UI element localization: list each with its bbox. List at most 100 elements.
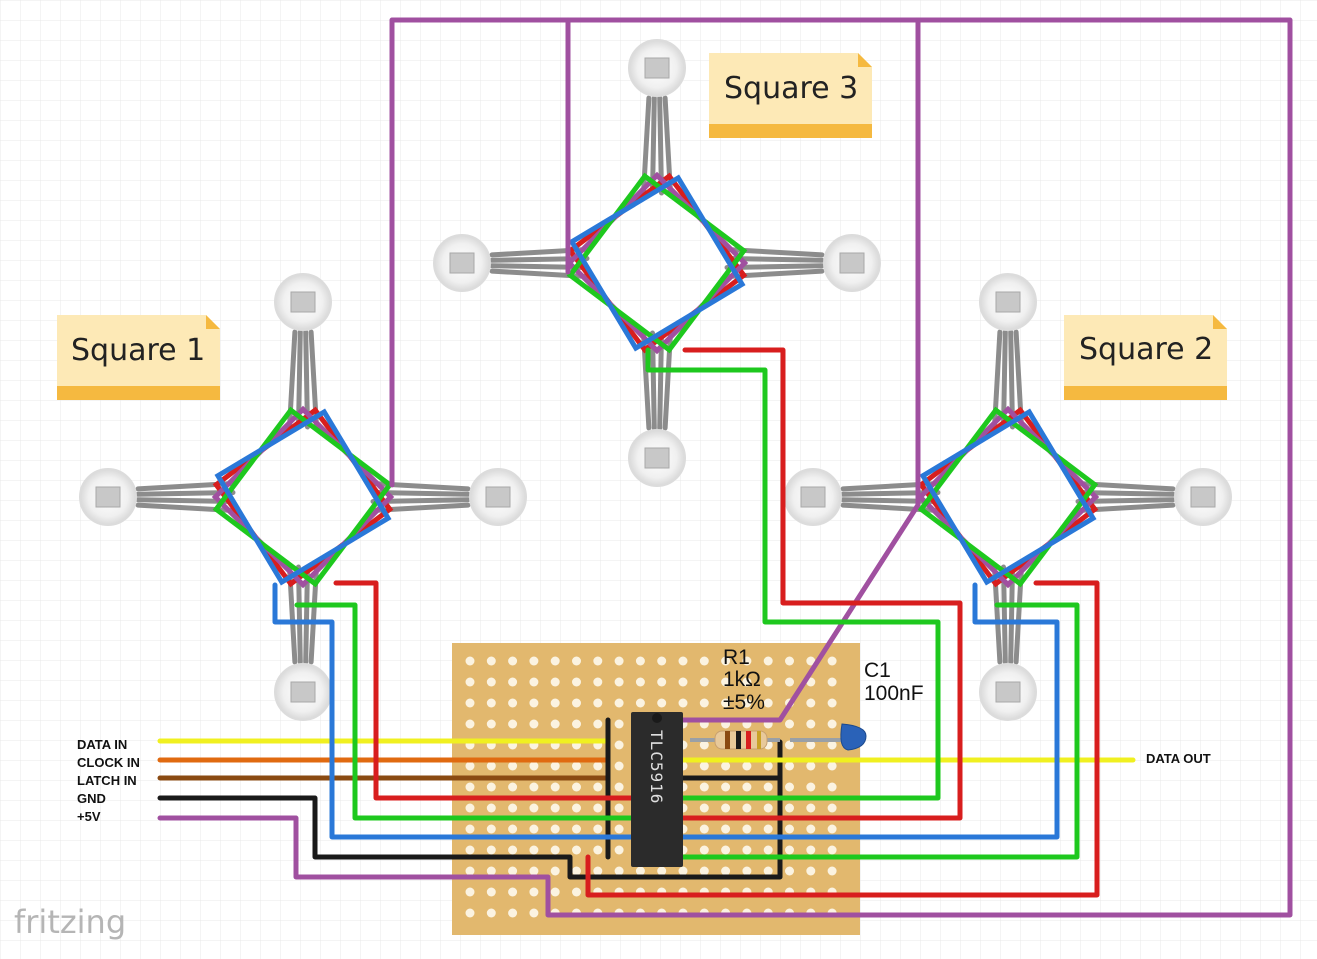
data-in-label: DATA IN xyxy=(77,737,127,752)
wires xyxy=(157,17,1293,918)
board-hole xyxy=(614,740,624,750)
board-hole xyxy=(763,824,773,834)
square-1-red-wire[interactable] xyxy=(333,580,634,801)
wire-square xyxy=(212,406,394,588)
board-hole xyxy=(508,719,518,729)
board-hole xyxy=(593,866,603,876)
board-hole xyxy=(763,698,773,708)
capacitor-c1[interactable] xyxy=(790,723,867,751)
board-hole xyxy=(593,782,603,792)
board-hole xyxy=(806,824,816,834)
board-hole xyxy=(572,698,581,708)
board-hole xyxy=(785,740,794,750)
square-3-red-wire[interactable] xyxy=(680,347,963,821)
board-hole xyxy=(529,719,539,729)
gnd-label: GND xyxy=(77,791,106,806)
note-square-2[interactable]: Square 2 xyxy=(1064,315,1227,400)
gnd-wire[interactable] xyxy=(157,739,783,880)
square-1-blue-wire[interactable] xyxy=(272,582,634,840)
board-hole xyxy=(508,677,518,687)
board-hole xyxy=(572,761,581,771)
vcc-wire[interactable] xyxy=(157,17,1293,918)
board-hole xyxy=(550,761,560,771)
led-die xyxy=(644,57,670,79)
board-hole xyxy=(806,866,816,876)
board-hole xyxy=(699,656,709,666)
board-hole xyxy=(742,824,752,834)
board-hole xyxy=(486,866,496,876)
note-square-3[interactable]: Square 3 xyxy=(709,53,872,138)
board-hole xyxy=(763,761,773,771)
board-hole xyxy=(529,824,539,834)
board-hole xyxy=(486,782,496,792)
board-hole xyxy=(550,677,560,687)
board-hole xyxy=(721,824,731,834)
board-hole xyxy=(529,908,539,918)
board-hole xyxy=(465,845,475,855)
board-hole xyxy=(763,866,773,876)
board-hole xyxy=(721,698,731,708)
board-hole xyxy=(721,677,731,687)
board-hole xyxy=(721,803,731,813)
board-hole xyxy=(486,677,496,687)
board-hole xyxy=(763,782,773,792)
board-hole xyxy=(657,656,667,666)
board-hole xyxy=(763,677,773,687)
board-hole xyxy=(827,824,837,834)
led-group xyxy=(433,39,881,487)
board-hole xyxy=(699,698,709,708)
board-hole xyxy=(742,761,752,771)
led-die xyxy=(800,486,826,508)
board-hole xyxy=(806,698,816,708)
board-hole xyxy=(635,677,645,687)
board-hole xyxy=(508,761,518,771)
board-hole xyxy=(806,719,816,729)
board-hole xyxy=(614,677,624,687)
board-hole xyxy=(806,845,816,855)
board-hole xyxy=(635,656,645,666)
board-hole xyxy=(465,887,475,897)
board-hole xyxy=(785,803,794,813)
board-hole xyxy=(763,656,773,666)
board-hole xyxy=(721,845,731,855)
board-hole xyxy=(529,761,539,771)
board-hole xyxy=(827,782,837,792)
resistor-r1[interactable] xyxy=(690,730,780,750)
board-hole xyxy=(614,845,624,855)
note-square-1[interactable]: Square 1 xyxy=(57,315,220,400)
wire-square xyxy=(214,408,392,586)
board-hole xyxy=(614,824,624,834)
board-hole xyxy=(550,782,560,792)
board-hole xyxy=(678,656,688,666)
board-hole xyxy=(827,761,837,771)
tlc5916-chip[interactable]: TLC5916 xyxy=(631,712,683,867)
board-hole xyxy=(508,656,518,666)
led-die xyxy=(449,252,475,274)
board-hole xyxy=(550,719,560,729)
square-2-green-wire[interactable] xyxy=(680,602,1080,860)
board-hole xyxy=(827,740,837,750)
square-2-blue-wire[interactable] xyxy=(680,582,1060,840)
board-hole xyxy=(508,824,518,834)
board-hole xyxy=(508,866,518,876)
board-hole xyxy=(529,782,539,792)
board-hole xyxy=(486,719,496,729)
square-1-green-wire[interactable] xyxy=(294,602,634,821)
board-hole xyxy=(742,803,752,813)
board-hole xyxy=(678,698,688,708)
wire-square xyxy=(568,174,746,352)
board-hole xyxy=(806,740,816,750)
board-hole xyxy=(742,656,752,666)
board-hole xyxy=(614,782,624,792)
led-groups xyxy=(79,39,1232,721)
vcc-branch-square-2[interactable] xyxy=(680,17,921,723)
board-hole xyxy=(486,761,496,771)
square-2-red-wire[interactable] xyxy=(585,580,1100,898)
board-hole xyxy=(465,656,475,666)
led-group xyxy=(784,273,1232,721)
led-die xyxy=(839,252,865,274)
resistor-tolerance: ±5% xyxy=(723,691,765,714)
board-hole xyxy=(742,866,752,876)
square-3-green-wire[interactable] xyxy=(645,347,941,801)
board-hole xyxy=(550,698,560,708)
